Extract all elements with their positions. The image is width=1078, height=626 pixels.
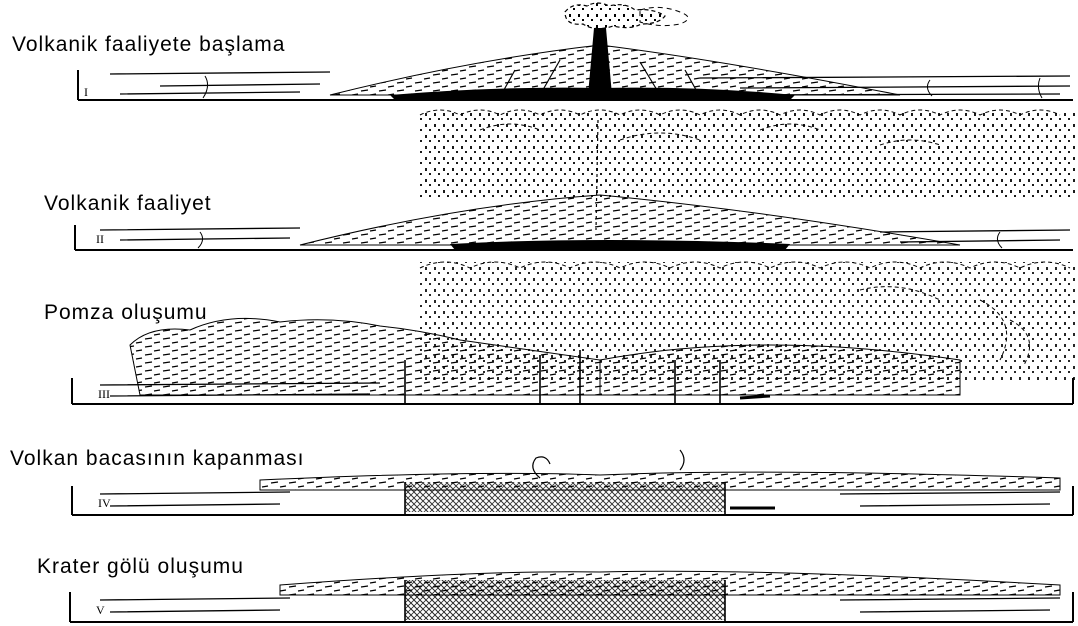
stage-label-2: Volkanik faaliyet	[44, 193, 212, 214]
stage-label-1: Volkanik faaliyete başlama	[12, 34, 285, 55]
stage-label-5: Krater gölü oluşumu	[37, 556, 244, 577]
stage-numeral-1: I	[84, 86, 88, 98]
stage-5-cross-section	[70, 571, 1073, 622]
stage-numeral-5: V	[96, 604, 105, 616]
stage-numeral-4: IV	[98, 497, 111, 509]
stage-label-3: Pomza oluşumu	[44, 302, 208, 323]
stage-3-cross-section	[72, 262, 1075, 404]
stage-numeral-3: III	[98, 388, 110, 400]
stage-label-4: Volkan bacasının kapanması	[10, 448, 305, 469]
stage-2-cross-section	[75, 110, 1075, 250]
stage-numeral-2: II	[96, 233, 104, 245]
